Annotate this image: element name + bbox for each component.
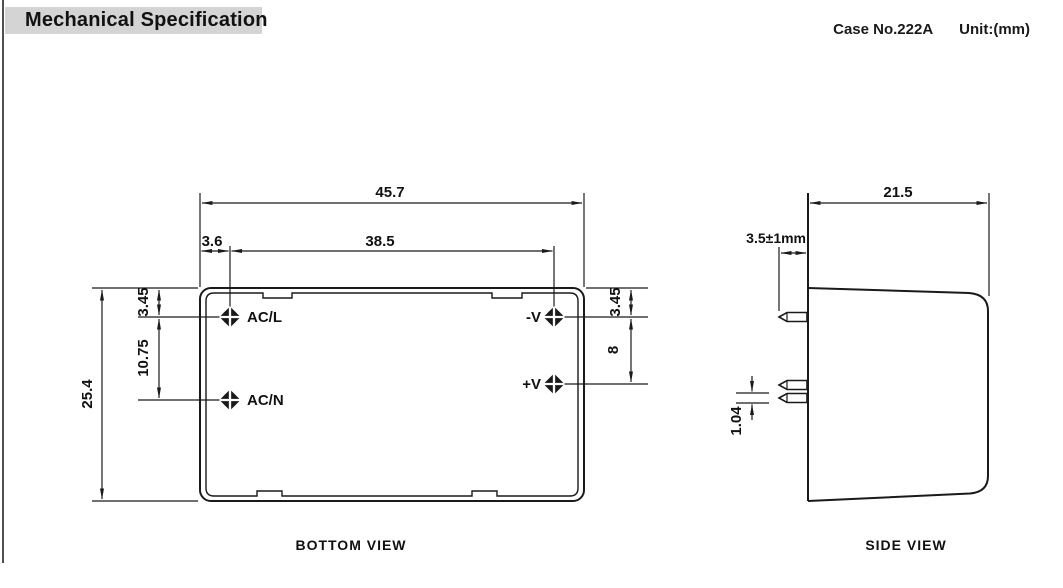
dim-pin-column-offset: 3.6 (202, 233, 223, 250)
section-title: Mechanical Specification (25, 9, 268, 31)
pin-label-negv: -V (526, 309, 541, 326)
case-info: Case No.222A Unit:(mm) (833, 21, 1030, 38)
pin-marker-negv (542, 305, 566, 329)
dim-left-pin-pitch: 10.75 (135, 339, 152, 377)
dim-left-pin-top-offset: 3.45 (135, 287, 152, 316)
side-pin-top (777, 311, 808, 323)
page-left-border (2, 0, 4, 563)
dim-overall-depth: 21.5 (883, 184, 912, 201)
dim-right-pin-pitch: 8 (605, 346, 622, 354)
dim-pin-thickness: 1.04 (728, 406, 745, 436)
side-pin-middle (777, 379, 808, 391)
side-view-case-outline (807, 287, 989, 502)
unit-label: Unit:(mm) (959, 21, 1030, 38)
bottom-view-case-outline (199, 287, 585, 502)
dim-pin-column-span: 38.5 (365, 233, 394, 250)
pin-label-acn: AC/N (247, 392, 284, 409)
pin-marker-acn (218, 388, 242, 412)
bottom-view-dimension-lines (100, 201, 633, 500)
side-view-label: SIDE VIEW (865, 537, 946, 553)
side-view-pins (777, 311, 808, 404)
bottom-view-case-inner-outline (205, 292, 579, 497)
side-view-extension-lines (736, 193, 990, 404)
pin-label-acl: AC/L (247, 309, 282, 326)
side-pin-bottom (777, 392, 808, 404)
dim-overall-width: 45.7 (375, 184, 404, 201)
bottom-view: AC/L AC/N -V +V 45.7 3.6 38.5 25.4 3.45 … (79, 184, 648, 553)
dim-right-pin-top-offset: 3.45 (607, 287, 624, 316)
case-number: Case No.222A (833, 21, 934, 38)
pin-label-posv: +V (522, 376, 541, 393)
section-title-bar: Mechanical Specification (5, 7, 267, 34)
bottom-view-label: BOTTOM VIEW (295, 537, 406, 553)
pin-marker-posv (542, 372, 566, 396)
dim-pin-length: 3.5±1mm (746, 230, 806, 246)
side-view: 21.5 3.5±1mm 1.04 SIDE VIEW (728, 184, 990, 553)
side-view-dimension-lines (750, 201, 988, 420)
dim-overall-height: 25.4 (79, 379, 96, 409)
pin-marker-acl (218, 305, 242, 329)
bottom-view-extension-lines (92, 193, 648, 502)
